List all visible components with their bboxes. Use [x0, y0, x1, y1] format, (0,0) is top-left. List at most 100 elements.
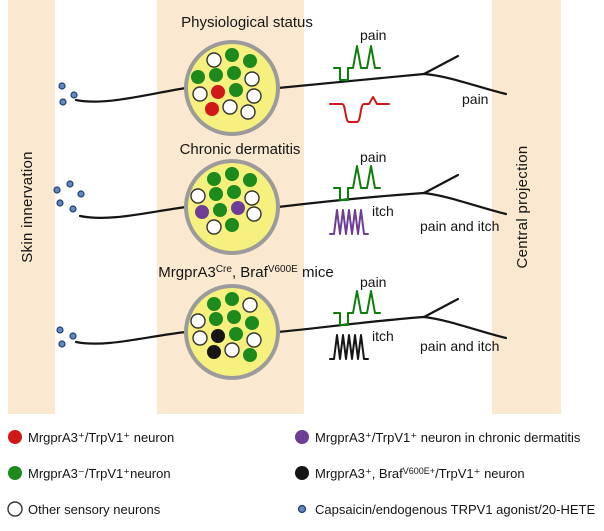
- capsaicin-dot: [70, 91, 78, 99]
- percept-label: pain and itch: [420, 218, 499, 234]
- row-title: Chronic dermatitis: [180, 141, 301, 158]
- white-neuron-dot: [192, 330, 208, 346]
- peripheral-axon: [74, 330, 188, 345]
- axon-branch: [422, 191, 508, 216]
- skin-innervation-label: Skin innervation: [19, 151, 36, 263]
- axon-branch: [422, 297, 460, 319]
- itch-trace-label: itch: [372, 203, 394, 219]
- legend-label-capsaicin: Capsaicin/endogenous TRPV1 agonist/20-HE…: [315, 502, 595, 517]
- capsaicin-dot: [56, 199, 64, 207]
- central-axon: [276, 72, 426, 90]
- green-neuron-dot: [243, 173, 257, 187]
- row-title: Physiological status: [181, 14, 313, 31]
- axon-branch: [422, 54, 460, 76]
- row-title: MrgprA3Cre, BrafV600E mice: [158, 264, 333, 281]
- legend: MrgprA3⁺/TrpV1⁺ neuron MrgprA3⁺/TrpV1⁺ n…: [7, 430, 595, 517]
- axon-branch: [422, 315, 508, 340]
- itch-spike-trace: [329, 209, 369, 235]
- white-neuron-dot: [222, 99, 238, 115]
- black-neuron-dot: [207, 345, 221, 359]
- green-neuron-dot: [207, 172, 221, 186]
- ganglion-neurons: [190, 167, 262, 235]
- pain-spike-trace: [333, 165, 381, 201]
- purple-neuron-dot: [231, 201, 245, 215]
- green-neuron-dot: [209, 187, 223, 201]
- central-projection-band: [492, 0, 561, 414]
- white-neuron-dot: [190, 313, 206, 329]
- green-neuron-dot: [227, 66, 241, 80]
- purple-neuron-legend-dot: [295, 430, 309, 444]
- percept-label: pain: [462, 91, 488, 107]
- row-title-text: mice: [298, 264, 334, 281]
- legend-label-purple-neuron: MrgprA3⁺/TrpV1⁺ neuron in chronic dermat…: [315, 430, 581, 445]
- capsaicin-dot: [69, 332, 77, 340]
- green-neuron-dot: [225, 292, 239, 306]
- legend-label-red-neuron: MrgprA3⁺/TrpV1⁺ neuron: [28, 430, 174, 445]
- itch-spike-trace: [329, 334, 369, 360]
- capsaicin-dot: [53, 186, 61, 194]
- green-neuron-dot: [227, 310, 241, 324]
- capsaicin-stimuli: [56, 326, 77, 348]
- legend-label-superscript: V600E+: [403, 466, 435, 476]
- red-neuron-dot: [205, 102, 219, 116]
- row-title-text: MrgprA3: [158, 264, 216, 281]
- itch-trace-label: itch: [372, 328, 394, 344]
- axon-branch: [422, 72, 508, 96]
- green-neuron-dot: [243, 54, 257, 68]
- axon-branch: [422, 173, 460, 195]
- white-neuron-dot: [192, 86, 208, 102]
- green-neuron-dot: [213, 203, 227, 217]
- legend-label-other-neurons: Other sensory neurons: [28, 502, 161, 517]
- row-title-text: Physiological status: [181, 14, 313, 31]
- green-neuron-dot: [207, 297, 221, 311]
- peripheral-axon: [78, 205, 188, 219]
- legend-label-green-neuron: MrgprA3⁻/TrpV1⁺neuron: [28, 466, 171, 481]
- central-axon: [276, 191, 426, 209]
- row-physiological-status: Physiological status pain pain: [58, 14, 508, 136]
- green-neuron-dot: [243, 348, 257, 362]
- legend-label-text: MrgprA3⁺, Braf: [315, 466, 403, 481]
- green-neuron-dot: [229, 327, 243, 341]
- white-neuron-dot: [206, 52, 222, 68]
- white-neuron-dot: [244, 190, 260, 206]
- green-neuron-dot: [227, 185, 241, 199]
- white-neuron-dot: [244, 71, 260, 87]
- percept-label: pain and itch: [420, 338, 499, 354]
- pain-spike-trace: [333, 45, 381, 81]
- pain-trace-label: pain: [360, 149, 386, 165]
- white-neuron-legend-dot: [7, 501, 23, 517]
- capsaicin-dot: [58, 82, 66, 90]
- capsaicin-dot: [66, 180, 74, 188]
- peripheral-axon: [74, 86, 188, 103]
- white-neuron-dot: [190, 188, 206, 204]
- capsaicin-stimuli: [53, 180, 85, 213]
- red-neuron-legend-dot: [8, 430, 22, 444]
- capsaicin-dot: [69, 205, 77, 213]
- green-neuron-dot: [209, 68, 223, 82]
- pain-trace-label: pain: [360, 274, 386, 290]
- central-projection-label: Central projection: [514, 146, 531, 269]
- red-subthreshold-trace: [329, 96, 390, 123]
- central-axon: [276, 315, 426, 334]
- row-title-text: Chronic dermatitis: [180, 141, 301, 158]
- black-neuron-dot: [211, 329, 225, 343]
- green-neuron-dot: [229, 83, 243, 97]
- row-title-superscript: V600E: [268, 264, 298, 275]
- green-neuron-dot: [225, 48, 239, 62]
- white-neuron-dot: [242, 297, 258, 313]
- row-chronic-dermatitis: Chronic dermatitis pain itch pain and it…: [53, 141, 508, 255]
- ganglion-neurons: [190, 292, 262, 362]
- skin-innervation-band: [8, 0, 55, 414]
- white-neuron-dot: [206, 219, 222, 235]
- legend-label-black-neuron: MrgprA3⁺, BrafV600E+/TrpV1⁺ neuron: [315, 466, 525, 481]
- row-title-superscript: Cre: [216, 264, 233, 275]
- legend-label-text: /TrpV1⁺ neuron: [435, 466, 524, 481]
- pain-trace-label: pain: [360, 27, 386, 43]
- white-neuron-dot: [246, 88, 262, 104]
- green-neuron-dot: [245, 316, 259, 330]
- ganglion-neurons: [191, 48, 262, 120]
- row-title-text: , Braf: [232, 264, 269, 281]
- row-braf-mice: MrgprA3Cre, BrafV600E mice pain itch pai…: [56, 264, 508, 380]
- green-neuron-dot: [225, 218, 239, 232]
